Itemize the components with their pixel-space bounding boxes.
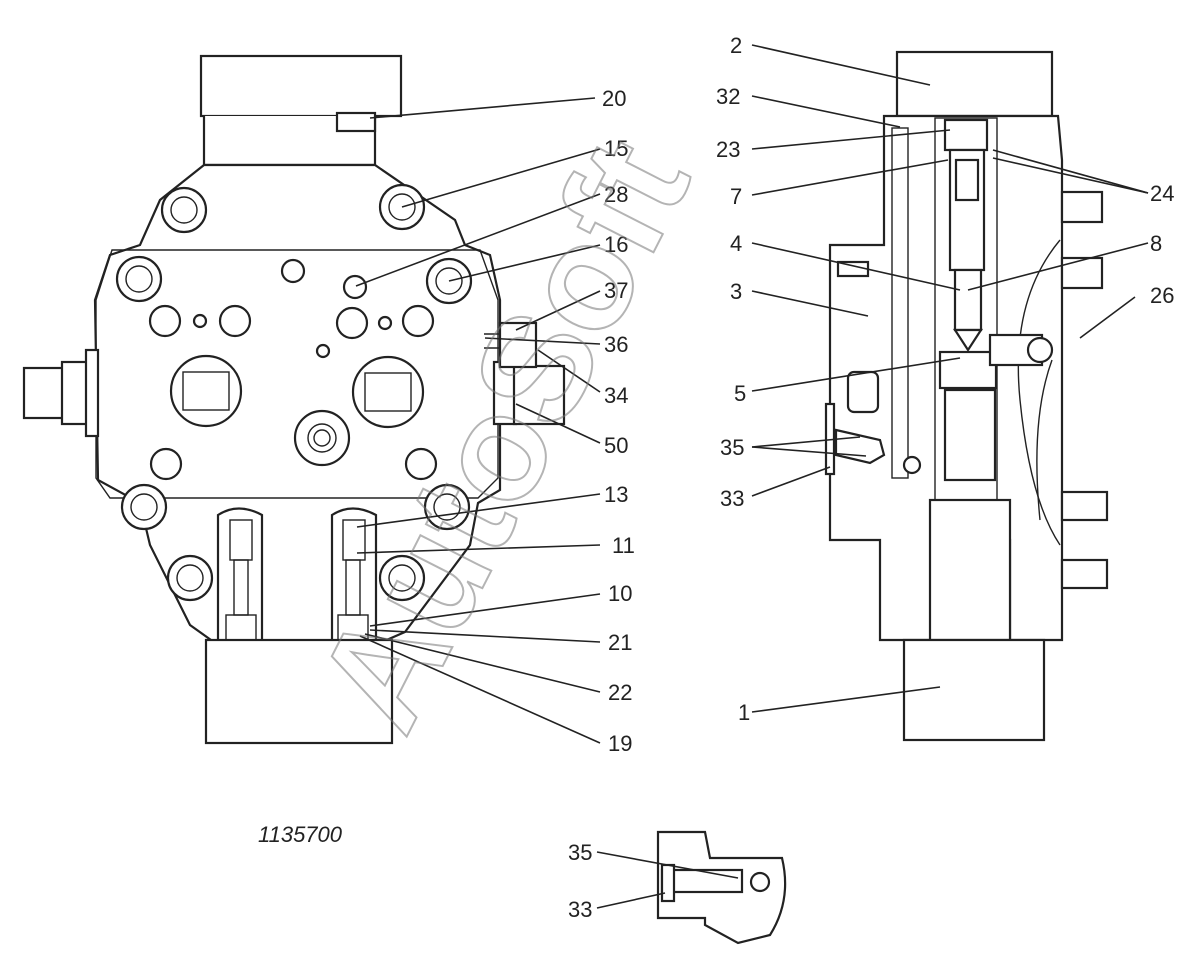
drawing-number: 1135700: [258, 822, 343, 847]
callout-1: 1: [738, 700, 750, 725]
bore-left: [169, 354, 243, 428]
callout-34: 34: [604, 383, 628, 408]
left-top-cap: [199, 54, 403, 118]
callout-21: 21: [608, 630, 632, 655]
callout-16: 16: [604, 232, 628, 257]
bolt-low-left: [120, 483, 168, 531]
port-small-top: [280, 258, 306, 284]
ball-check: [902, 455, 922, 475]
callout-4: 4: [730, 231, 742, 256]
right-view: [824, 50, 1109, 742]
spring-inner: [954, 158, 980, 202]
callout-23: 23: [716, 137, 740, 162]
port: [149, 447, 183, 481]
port: [192, 313, 208, 329]
callout-10: 10: [608, 581, 632, 606]
bore-center: [293, 409, 351, 467]
spool-4: [953, 268, 983, 332]
callouts: 20 15 28 16 37 36 34 50 13 11 10 21 22 1…: [568, 33, 1174, 922]
plug-28: [342, 274, 368, 300]
callout-32: 32: [716, 84, 740, 109]
vertical-passage: [891, 127, 909, 479]
cone-8: [952, 328, 984, 353]
callout-33: 33: [720, 486, 744, 511]
bolt-bottom-right: [378, 554, 426, 602]
detail-ball: [749, 871, 771, 893]
port: [401, 304, 435, 338]
right-bottom-cap: [902, 638, 1046, 742]
callout-2: 2: [730, 33, 742, 58]
port: [335, 306, 369, 340]
callout-37: 37: [604, 278, 628, 303]
left-view: [22, 54, 566, 745]
leader-lines: [355, 44, 1149, 909]
callout-15: 15: [604, 136, 628, 161]
callout-11: 11: [612, 533, 635, 558]
callout-13: 13: [604, 482, 628, 507]
callout-5: 5: [734, 381, 746, 406]
detail-callout-33: 33: [568, 897, 592, 922]
port: [148, 304, 182, 338]
callout-50: 50: [604, 433, 628, 458]
left-bottom-cap: [204, 638, 394, 745]
callout-28: 28: [604, 182, 628, 207]
plug-20: [335, 111, 377, 133]
bolt-mid-left: [115, 255, 163, 303]
fitting-26: [988, 333, 1054, 367]
piston: [943, 388, 997, 482]
port: [404, 447, 438, 481]
bolt-low-right: [423, 483, 471, 531]
bolt-top-left: [160, 186, 208, 234]
callout-24: 24: [1150, 181, 1174, 206]
callout-19: 19: [608, 731, 632, 756]
port: [315, 343, 331, 359]
left-side-fitting: [22, 348, 100, 438]
side-port: [846, 370, 880, 414]
detail-seal-33: [660, 863, 676, 903]
callout-7: 7: [730, 184, 742, 209]
curved-sleeve: [1017, 239, 1061, 546]
bottom-cavity-left: [216, 507, 264, 645]
callout-20: 20: [602, 86, 626, 111]
callout-3: 3: [730, 279, 742, 304]
callout-26: 26: [1150, 283, 1174, 308]
bore-right: [351, 355, 425, 429]
port: [218, 304, 252, 338]
detail-view: [656, 830, 787, 945]
right-studs: [1060, 190, 1109, 590]
callout-36: 36: [604, 332, 628, 357]
detail-callout-35: 35: [568, 840, 592, 865]
piston-lower: [928, 498, 1012, 642]
callout-22: 22: [608, 680, 632, 705]
port: [377, 315, 393, 331]
right-top-cap: [895, 50, 1054, 118]
chamber-5: [938, 350, 998, 390]
bolt-bottom-left: [166, 554, 214, 602]
callout-8: 8: [1150, 231, 1162, 256]
curved-sleeve-inner: [1036, 359, 1053, 521]
bottom-cavity-right: [330, 507, 378, 645]
plug-23: [943, 118, 989, 152]
callout-35: 35: [720, 435, 744, 460]
